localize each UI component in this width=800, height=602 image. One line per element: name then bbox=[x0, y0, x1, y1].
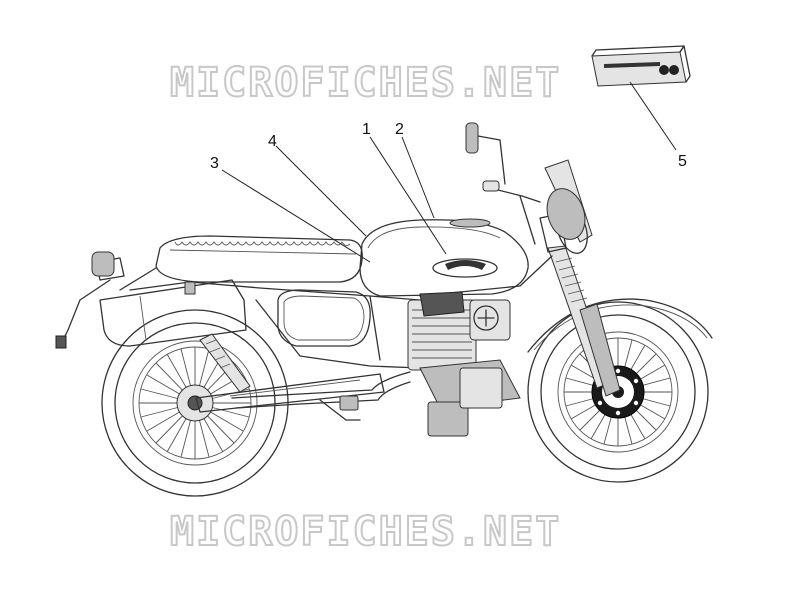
watermark-bottom: MICROFICHES.NET bbox=[170, 509, 561, 555]
footpeg bbox=[319, 399, 361, 421]
callout-3: 3 bbox=[210, 155, 219, 172]
callout-5: 5 bbox=[678, 153, 687, 170]
front-fork bbox=[539, 213, 621, 397]
headlight bbox=[544, 159, 593, 254]
callout-4: 4 bbox=[268, 133, 277, 150]
silencer bbox=[99, 279, 247, 347]
fuel-tank bbox=[359, 218, 529, 297]
engine bbox=[407, 291, 521, 437]
seat bbox=[155, 235, 363, 283]
swingarm bbox=[195, 333, 385, 413]
callout-2: 2 bbox=[395, 121, 404, 138]
exhaust-pipe bbox=[231, 371, 411, 399]
callout-1: 1 bbox=[362, 121, 371, 138]
front-wheel bbox=[527, 301, 709, 483]
handlebar bbox=[465, 122, 541, 245]
watermark-top: MICROFICHES.NET bbox=[170, 60, 561, 106]
front-mudguard bbox=[527, 298, 713, 353]
side-panel bbox=[277, 289, 371, 347]
owners-manual bbox=[591, 45, 691, 87]
rear-wheel bbox=[101, 309, 289, 497]
tail-light-assembly bbox=[55, 251, 157, 349]
callout-leaders bbox=[221, 81, 677, 263]
tank-badge-decal bbox=[432, 258, 498, 278]
